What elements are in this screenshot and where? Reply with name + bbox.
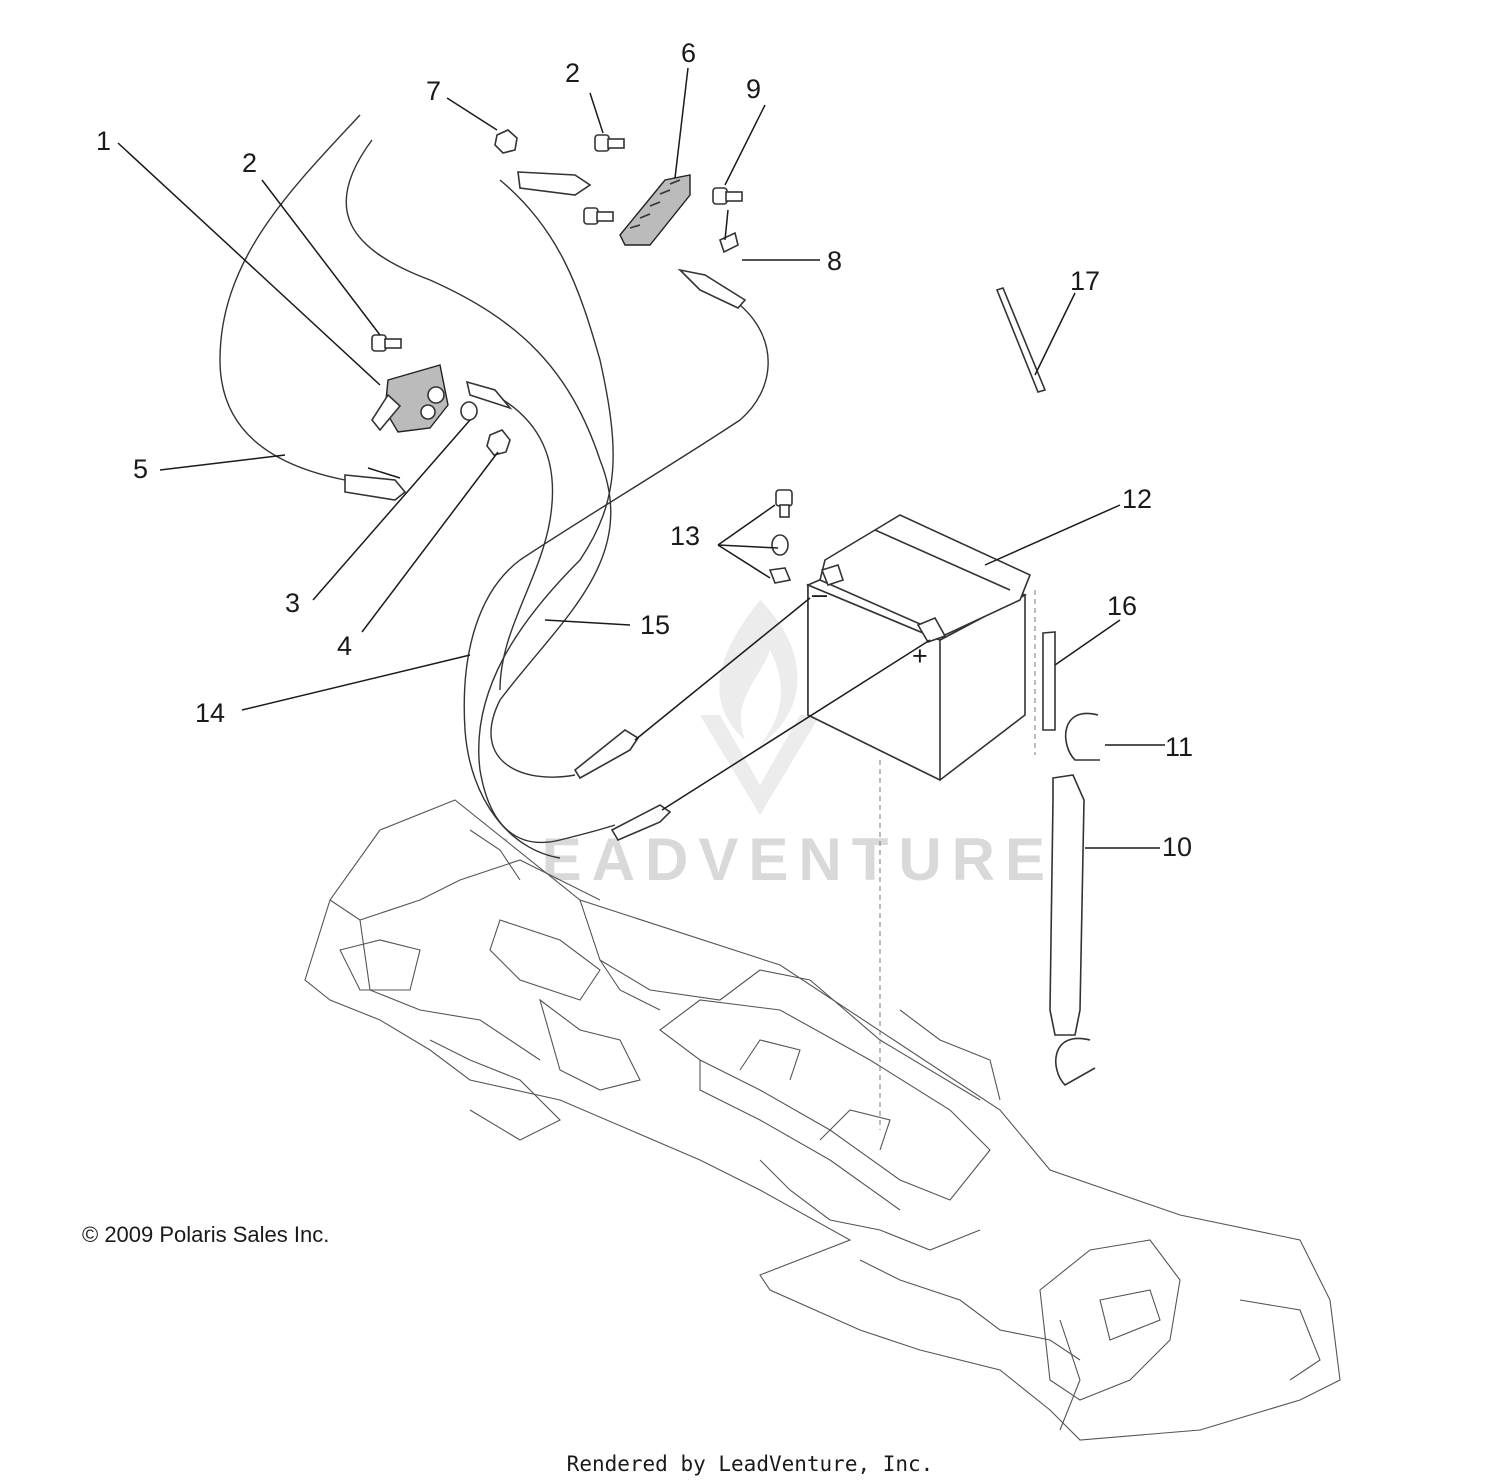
callout-1: 1 — [96, 126, 111, 156]
callout-labels: 1 2 2 9 6 7 8 17 12 13 16 11 10 5 3 4 15… — [96, 38, 1193, 862]
callout-11: 11 — [1165, 732, 1193, 762]
strap-part — [995, 287, 1047, 393]
battery-hardware-part — [768, 489, 793, 584]
callout-7: 7 — [426, 76, 441, 106]
battery-positive-mark: + — [912, 641, 928, 671]
frame-assembly — [304, 799, 1341, 1441]
battery-cable-pos-end — [610, 804, 672, 842]
callout-15: 15 — [640, 610, 670, 640]
bracket-part — [719, 231, 739, 254]
callout-2a: 2 — [242, 148, 257, 178]
terminal-ring — [465, 380, 513, 410]
leader-lines — [117, 67, 1165, 849]
cable-end-7 — [517, 171, 592, 196]
callout-17: 17 — [1070, 266, 1100, 296]
watermark-text: LEADVENTURE — [495, 826, 1055, 893]
callout-16: 16 — [1107, 591, 1137, 621]
nut-part — [486, 429, 511, 456]
bolt-parts — [371, 134, 743, 352]
footer-rendered-by: Rendered by LeadVenture, Inc. — [566, 1452, 934, 1476]
callout-12: 12 — [1122, 484, 1152, 514]
pad-part — [1042, 631, 1056, 731]
callout-3: 3 — [285, 588, 300, 618]
cables — [219, 114, 769, 859]
callout-10: 10 — [1162, 832, 1192, 862]
callout-9: 9 — [746, 74, 761, 104]
clip-upper-part — [1064, 712, 1100, 761]
nut-7-part — [494, 129, 518, 154]
battery-part: – + — [805, 514, 1032, 782]
cable-end-8 — [677, 268, 747, 309]
clip-lower-part — [1054, 1037, 1096, 1086]
callout-4: 4 — [337, 631, 352, 661]
battery-cable-neg-end — [573, 729, 640, 780]
fuse-block-part — [619, 174, 691, 246]
hold-down-strap-part — [1049, 774, 1085, 1036]
callout-6: 6 — [681, 38, 696, 68]
washer-part — [460, 401, 478, 421]
callout-13: 13 — [670, 521, 700, 551]
copyright-text: © 2009 Polaris Sales Inc. — [82, 1222, 330, 1247]
callout-14: 14 — [195, 698, 225, 728]
watermark: LEADVENTURE — [495, 600, 1055, 893]
callout-5: 5 — [133, 454, 148, 484]
callout-2b: 2 — [565, 58, 580, 88]
terminal-part — [344, 474, 407, 501]
solenoid-part — [371, 364, 449, 433]
battery-negative-mark: – — [812, 579, 827, 609]
callout-8: 8 — [827, 246, 842, 276]
